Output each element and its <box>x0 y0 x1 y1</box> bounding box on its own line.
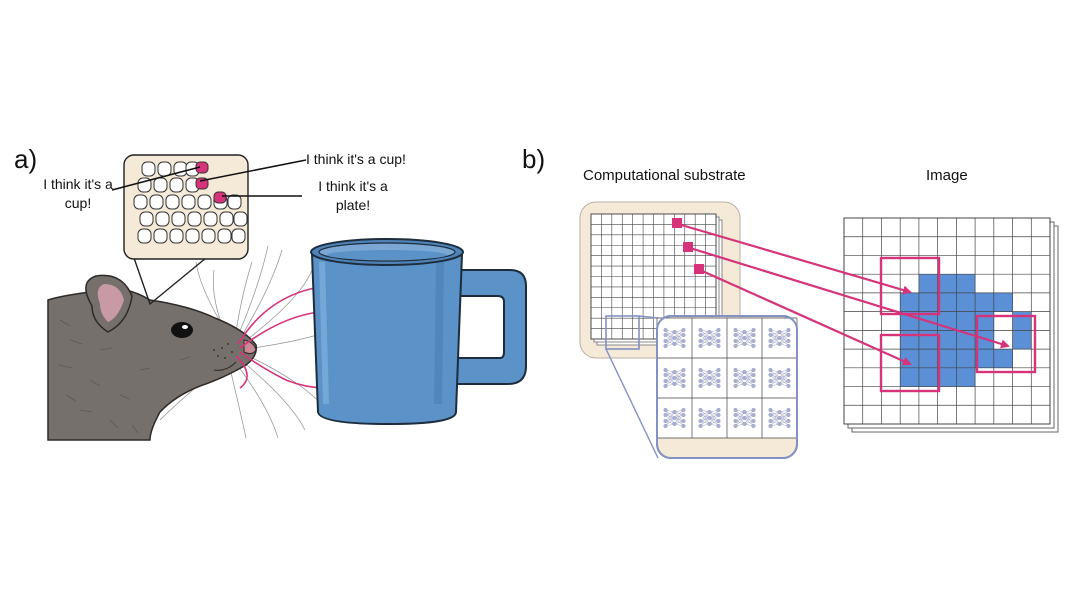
active-unit-3 <box>694 264 704 274</box>
image-pixel <box>918 274 938 294</box>
image-pixel <box>900 367 920 387</box>
barrel <box>165 194 180 210</box>
barrel <box>185 228 200 244</box>
neural-network-icon <box>733 408 756 429</box>
input-image <box>843 217 1059 433</box>
image-pixel <box>918 330 938 350</box>
barrel <box>137 177 152 193</box>
callout-top-right: I think it's a cup! <box>306 151 406 167</box>
image-pixel <box>937 292 957 312</box>
image-pixel <box>1012 330 1032 350</box>
neural-network-icon <box>733 368 756 389</box>
barrel <box>201 228 216 244</box>
image-pixel <box>993 349 1013 369</box>
image-pixel <box>956 292 976 312</box>
barrel <box>137 228 152 244</box>
receptive-fields <box>879 256 1037 393</box>
barrel <box>169 228 184 244</box>
barrel <box>197 194 212 210</box>
image-pixel <box>900 349 920 369</box>
image-pixel <box>900 330 920 350</box>
barrel <box>217 228 232 244</box>
barrel <box>153 228 168 244</box>
barrel <box>203 211 218 227</box>
image-pixel <box>918 349 938 369</box>
image-pixel <box>937 330 957 350</box>
active-barrel <box>213 191 227 204</box>
zoom-lines <box>605 315 659 459</box>
rat-icon <box>47 274 258 441</box>
image-pixel <box>956 274 976 294</box>
image-pixel <box>937 367 957 387</box>
mug-icon <box>310 238 527 426</box>
barrel <box>169 177 184 193</box>
callout-left: I think it's a cup! <box>43 176 113 211</box>
image-pixel <box>956 311 976 331</box>
neural-network-icon <box>663 408 686 429</box>
image-pixel <box>975 292 995 312</box>
barrel <box>155 211 170 227</box>
image-pixel <box>900 292 920 312</box>
neural-network-icon <box>698 328 721 349</box>
callout-pointer <box>133 257 207 306</box>
barrel <box>187 211 202 227</box>
barrel <box>153 177 168 193</box>
image-pixel <box>937 349 957 369</box>
image-pixel <box>918 292 938 312</box>
image-pixel <box>956 349 976 369</box>
barrel <box>139 211 154 227</box>
mapping-arrows <box>677 222 1010 366</box>
barrel <box>219 211 234 227</box>
callout-lines <box>111 159 307 197</box>
neural-network-icon <box>698 368 721 389</box>
zoom-inset <box>656 315 798 459</box>
panel-a-label: a) <box>14 144 38 174</box>
image-pixel <box>993 292 1013 312</box>
neural-network-icon <box>663 328 791 429</box>
neural-network-icon <box>768 328 791 349</box>
barrel <box>149 194 164 210</box>
image-pixel <box>956 367 976 387</box>
barrel <box>141 161 156 177</box>
neural-network-icon <box>768 408 791 429</box>
image-title: Image <box>926 167 968 184</box>
panel-b-label: b) <box>522 144 546 174</box>
barrel <box>227 194 242 210</box>
neural-network-icon <box>663 368 686 389</box>
barrel <box>133 194 148 210</box>
active-unit-2 <box>683 242 693 252</box>
zoom-source-box <box>605 315 640 350</box>
barrel-cortex-inset <box>123 154 249 260</box>
barrel <box>171 211 186 227</box>
barrel <box>181 194 196 210</box>
image-pixel <box>1012 311 1032 331</box>
barrel <box>233 211 248 227</box>
neural-network-icon <box>698 408 721 429</box>
active-unit-1 <box>672 218 682 228</box>
image-pixel <box>975 349 995 369</box>
neural-network-icon <box>663 328 686 349</box>
callout-right: I think it's a plate! <box>318 178 388 213</box>
barrel <box>231 228 246 244</box>
substrate-title: Computational substrate <box>583 167 746 184</box>
image-pixel <box>918 367 938 387</box>
image-pixel <box>937 274 957 294</box>
barrel <box>157 161 172 177</box>
neural-network-icon <box>733 328 756 349</box>
neural-network-icon <box>768 368 791 389</box>
